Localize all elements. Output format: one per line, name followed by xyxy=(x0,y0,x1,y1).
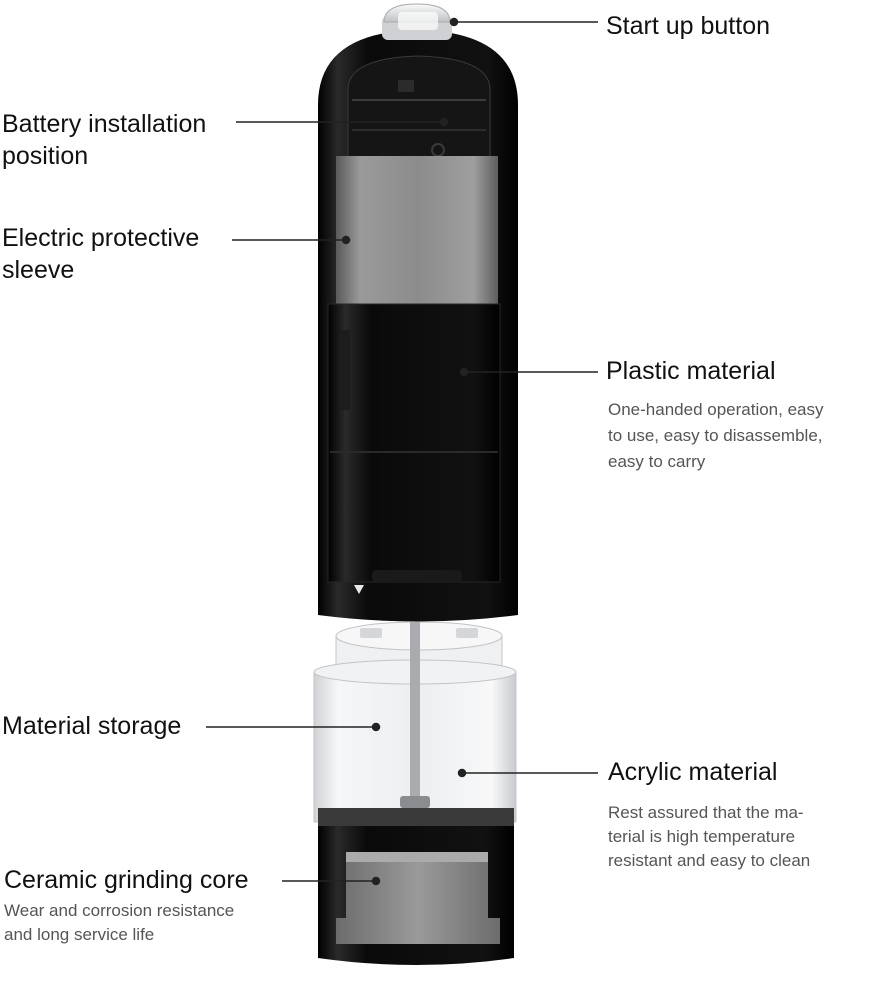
ceramic-desc-line2: and long service life xyxy=(4,925,155,944)
ceramic-base xyxy=(318,826,514,965)
sleeve-label-line2: sleeve xyxy=(2,256,75,284)
shaft xyxy=(410,622,420,802)
acrylic-chamber xyxy=(313,621,517,826)
acrylic-label: Acrylic material xyxy=(608,758,778,786)
acrylic-desc-line3: resistant and easy to clean xyxy=(608,851,811,870)
plastic-desc-line2: to use, easy to disassemble, xyxy=(608,426,823,445)
battery-label-line1: Battery installation xyxy=(2,110,207,138)
sleeve-label-line1: Electric protective xyxy=(2,224,200,252)
protective-sleeve xyxy=(336,156,498,304)
plastic-desc-line3: easy to carry xyxy=(608,452,706,471)
plastic-desc-line1: One-handed operation, easy xyxy=(608,400,824,419)
start-button-label: Start up button xyxy=(606,12,771,40)
down-arrow-icon xyxy=(354,585,364,594)
battery-label-line2: position xyxy=(2,142,89,170)
plastic-label: Plastic material xyxy=(606,357,776,385)
storage-label: Material storage xyxy=(2,712,182,740)
battery-compartment xyxy=(347,55,491,161)
start-button-shape xyxy=(382,3,452,40)
lower-black-section xyxy=(327,303,501,583)
acrylic-desc-line2: terial is high temperature xyxy=(608,827,796,846)
ceramic-desc-line1: Wear and corrosion resistance xyxy=(4,901,235,920)
ceramic-label: Ceramic grinding core xyxy=(4,866,249,894)
ceramic-core xyxy=(336,852,500,944)
upper-body xyxy=(318,30,518,622)
acrylic-desc-line1: Rest assured that the ma- xyxy=(608,803,804,822)
leader-lines xyxy=(206,17,598,886)
